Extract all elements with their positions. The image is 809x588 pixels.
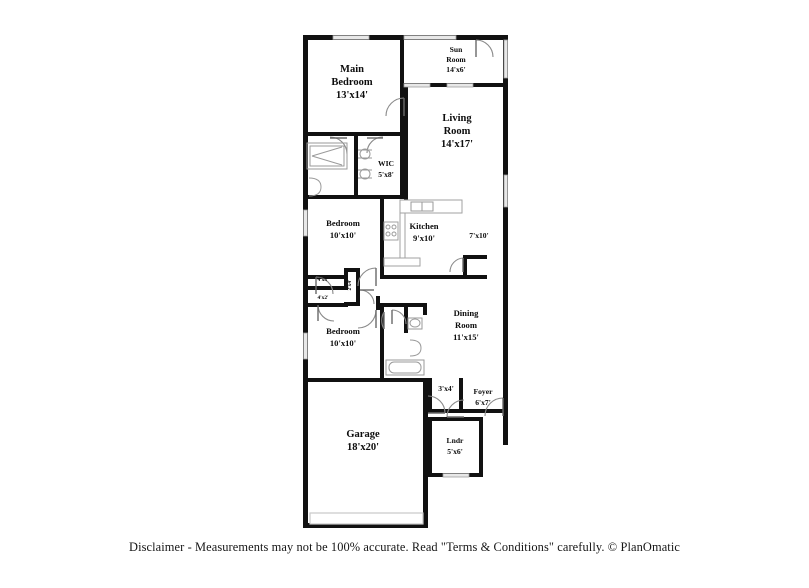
wic-shelf-1 <box>359 148 371 160</box>
svg-text:WIC: WIC <box>378 159 394 168</box>
disclaimer-text: Disclaimer - Measurements may not be 100… <box>129 540 680 554</box>
label-main-bedroom: Main Bedroom 13'x14' <box>331 64 372 101</box>
svg-text:6'x7': 6'x7' <box>475 398 491 407</box>
label-closet-c: 2'x4' <box>347 279 353 291</box>
svg-text:14'x6': 14'x6' <box>446 65 465 74</box>
window-bedroom3-left <box>303 332 308 360</box>
svg-text:Bedroom: Bedroom <box>326 218 361 228</box>
door-hall-upper <box>357 267 377 287</box>
svg-text:Room: Room <box>455 320 478 330</box>
garage-door-group <box>309 512 424 525</box>
garage-overhead-door <box>309 512 424 525</box>
svg-text:11'x15': 11'x15' <box>453 332 479 342</box>
svg-text:Bedroom: Bedroom <box>331 77 372 88</box>
label-wic: WIC 5'x8' <box>378 159 394 179</box>
door-sun-room <box>475 39 494 58</box>
svg-text:3'x4': 3'x4' <box>438 384 454 393</box>
door-laundry <box>446 399 465 418</box>
svg-text:7'x10': 7'x10' <box>469 231 488 240</box>
svg-text:14'x17': 14'x17' <box>441 139 473 150</box>
window-living-sun-divider <box>403 83 431 88</box>
label-kitchen: Kitchen 9'x10' <box>409 221 438 243</box>
svg-text:10'x10': 10'x10' <box>330 230 356 240</box>
wic-shelf-2 <box>359 168 371 180</box>
svg-text:18'x20': 18'x20' <box>347 442 379 453</box>
door-foyer-closet <box>427 395 446 414</box>
label-garage: Garage 18'x20' <box>346 429 380 453</box>
svg-text:Room: Room <box>444 126 471 137</box>
bathtub-main <box>306 142 348 170</box>
label-closet-b: 4'x2' <box>317 295 329 301</box>
toilet-main <box>308 177 322 197</box>
window-living-room-right <box>503 174 508 208</box>
kitchen-range <box>383 221 399 241</box>
door-bath2 <box>391 309 407 325</box>
svg-text:Dining: Dining <box>454 308 480 318</box>
svg-text:9'x10': 9'x10' <box>413 233 435 243</box>
label-bedroom-3: Bedroom 10'x10' <box>326 326 361 348</box>
window-main-bedroom-top <box>332 35 370 40</box>
door-hall-7x10 <box>449 257 464 273</box>
svg-text:4'x3': 4'x3' <box>317 277 329 283</box>
door-front-entry <box>484 397 504 417</box>
svg-text:13'x14': 13'x14' <box>336 90 368 101</box>
label-hall-7x10: 7'x10' <box>469 231 488 240</box>
svg-text:2'x4': 2'x4' <box>347 279 353 291</box>
svg-text:Foyer: Foyer <box>474 387 494 396</box>
fixtures <box>306 142 463 376</box>
label-laundry: Lndr 5'x6' <box>447 436 465 456</box>
window-laundry-bottom <box>442 473 470 478</box>
svg-text:Living: Living <box>442 113 472 124</box>
windows <box>303 35 508 478</box>
svg-text:Bedroom: Bedroom <box>326 326 361 336</box>
svg-text:Main: Main <box>340 64 364 75</box>
label-foyer: Foyer 6'x7' <box>474 387 494 407</box>
window-sun-room-top <box>403 35 457 40</box>
sink-bath2 <box>407 317 423 330</box>
doors <box>315 39 504 418</box>
svg-text:Kitchen: Kitchen <box>409 221 438 231</box>
label-sun-room: Sun Room 14'x6' <box>446 45 466 74</box>
door-main-bedroom <box>385 97 405 117</box>
window-bedroom2-left <box>303 209 308 237</box>
svg-text:10'x10': 10'x10' <box>330 338 356 348</box>
svg-text:Lndr: Lndr <box>447 436 465 445</box>
svg-text:Sun: Sun <box>450 45 463 54</box>
window-sun-room-right <box>503 39 508 79</box>
svg-text:5'x8': 5'x8' <box>378 170 394 179</box>
svg-text:4'x2': 4'x2' <box>317 295 329 301</box>
label-dining-room: Dining Room 11'x15' <box>453 308 479 342</box>
label-closet-foyer: 3'x4' <box>438 384 454 393</box>
door-wic <box>366 136 384 154</box>
room-labels: Main Bedroom 13'x14' Sun Room 14'x6' Liv… <box>317 45 493 456</box>
bathtub-bath2 <box>385 359 425 376</box>
toilet-bath2 <box>409 339 422 357</box>
door-bedroom2 <box>315 276 334 295</box>
svg-text:5'x6': 5'x6' <box>447 447 463 456</box>
kitchen-counter-bottom <box>383 257 421 267</box>
kitchen-counter-top <box>399 199 463 214</box>
svg-text:Room: Room <box>446 55 466 64</box>
svg-text:Garage: Garage <box>346 429 380 440</box>
label-closet-a: 4'x3' <box>317 277 329 283</box>
label-living-room: Living Room 14'x17' <box>441 113 473 150</box>
window-living-sun-divider-2 <box>446 83 474 88</box>
kitchen-counter-right <box>399 212 406 266</box>
label-bedroom-2: Bedroom 10'x10' <box>326 218 361 240</box>
